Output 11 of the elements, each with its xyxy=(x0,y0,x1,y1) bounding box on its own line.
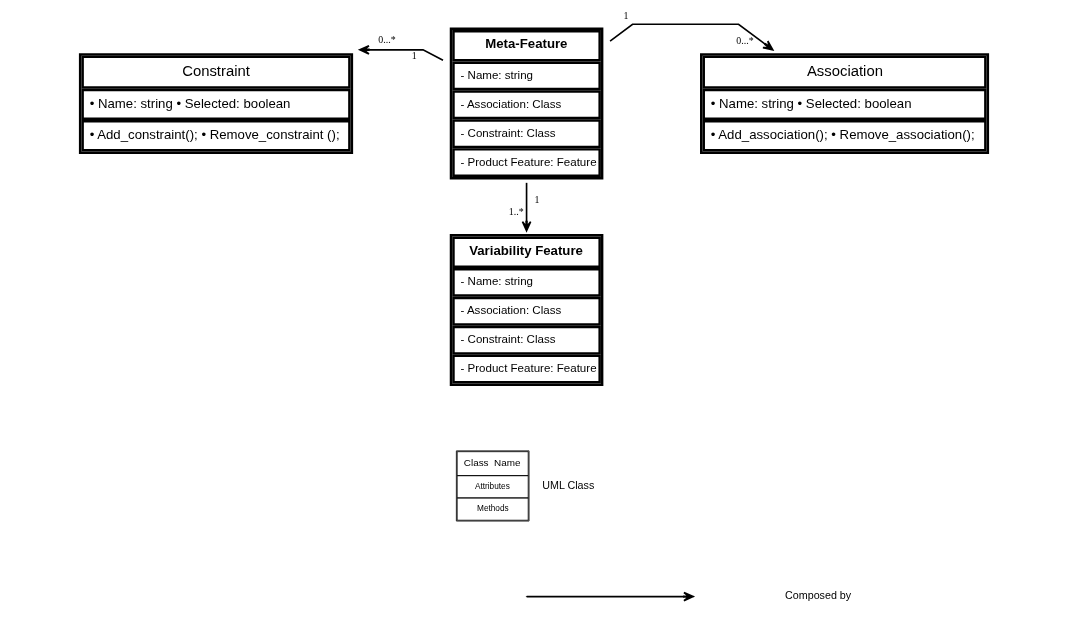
label: 1 xyxy=(623,10,629,22)
label: 1 xyxy=(411,50,417,62)
legend-label: Composed by xyxy=(785,589,852,602)
arrow xyxy=(521,182,532,232)
label: 1..* xyxy=(508,206,524,218)
arrow xyxy=(609,23,774,51)
arrow xyxy=(359,44,444,62)
label: 0...* xyxy=(736,34,754,46)
node-label: UML Class xyxy=(542,478,595,491)
label: 1 xyxy=(534,194,540,206)
label: 0...* xyxy=(378,33,396,45)
